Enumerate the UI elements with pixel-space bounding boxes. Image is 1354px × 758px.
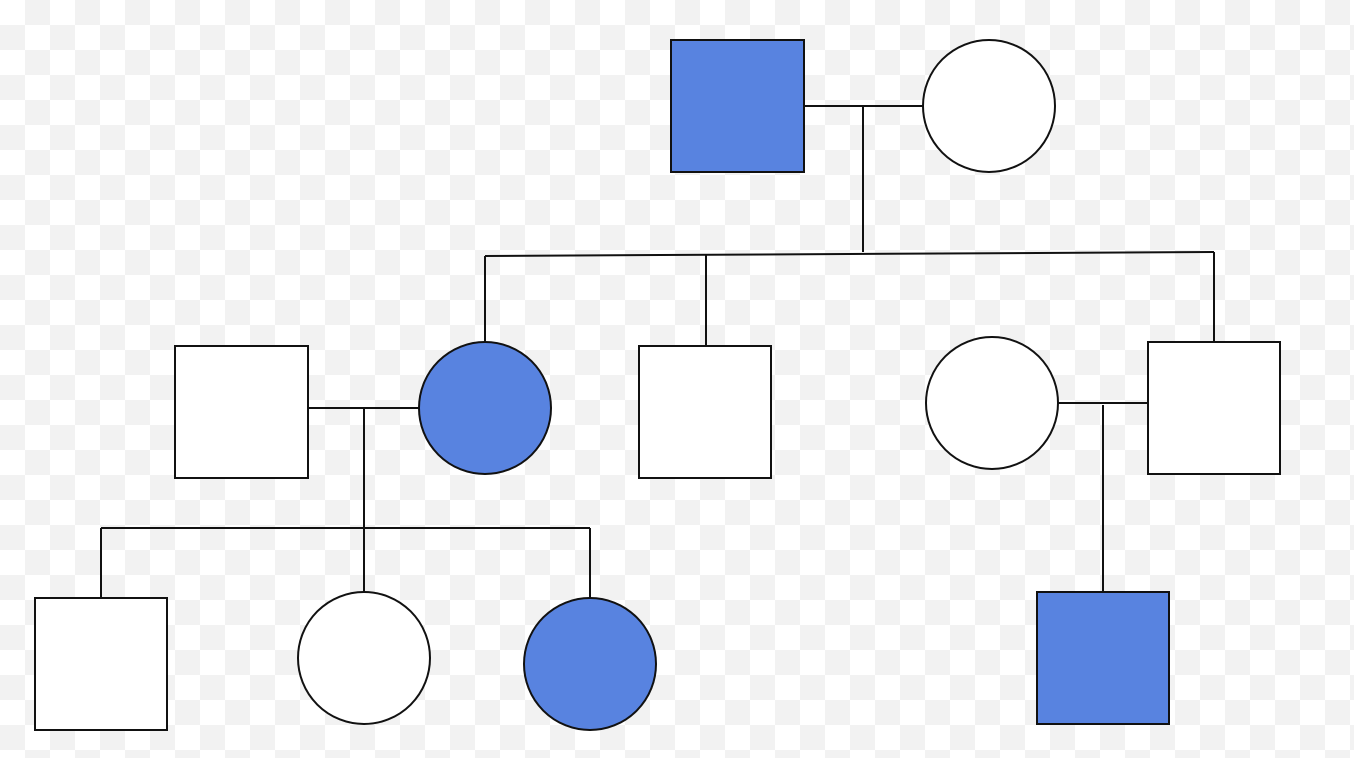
unaffected-female-generation-1 <box>922 39 1056 173</box>
connector-lines <box>100 105 1215 598</box>
unaffected-female-spouse-right <box>925 336 1059 470</box>
affected-female-generation-2 <box>418 341 552 475</box>
unaffected-male-spouse-left <box>174 345 309 479</box>
sibship-line-g2 <box>484 251 1215 257</box>
unaffected-female-generation-3 <box>297 591 431 725</box>
unaffected-male-generation-2-middle <box>638 345 772 479</box>
affected-male-generation-3-right <box>1036 591 1170 725</box>
unaffected-male-generation-3-left <box>34 597 168 731</box>
affected-female-generation-3 <box>523 597 657 731</box>
unaffected-male-generation-2-right <box>1147 341 1281 475</box>
affected-male-generation-1 <box>670 39 805 173</box>
